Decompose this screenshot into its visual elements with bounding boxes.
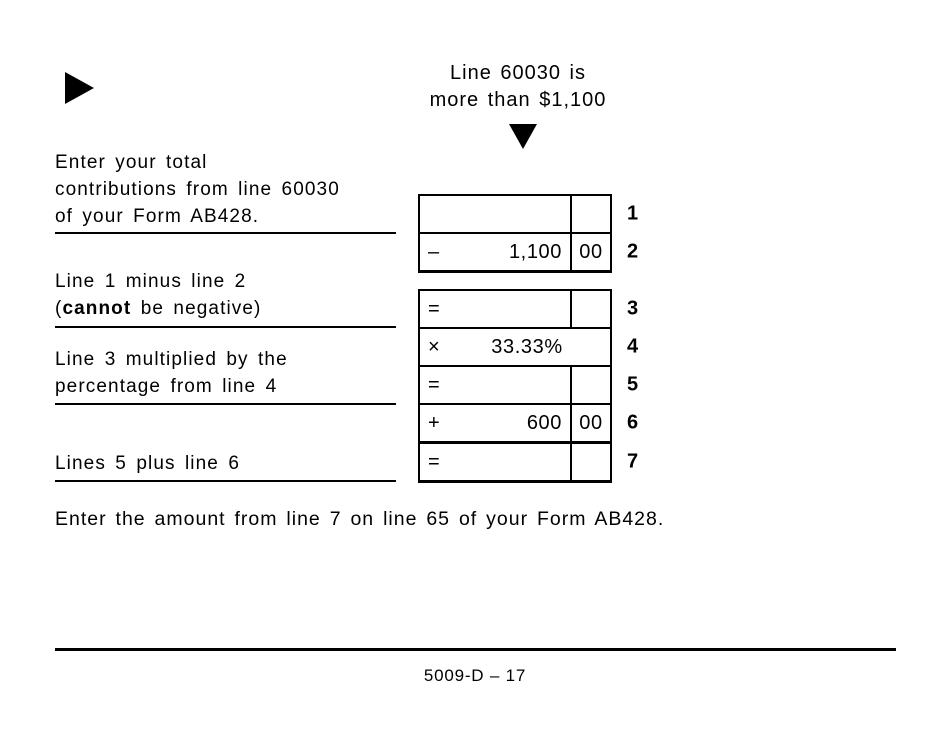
calc-row-line-4: × 33.33% 4	[420, 327, 638, 365]
calc-row-line-7: = 7	[420, 441, 638, 480]
footer-divider	[55, 648, 896, 651]
section-marker-right-triangle-icon	[65, 72, 94, 104]
percentage-cell: 33.33%	[491, 335, 563, 358]
page-identifier: 5009-D – 17	[423, 666, 527, 685]
condition-line-1: Line 60030 is	[450, 62, 586, 84]
instruction-line: of your Form AB428.	[55, 206, 260, 227]
instruction-line: Lines 5 plus line 6	[55, 453, 241, 474]
instruction-line: Enter your total	[55, 152, 208, 173]
operator-cell: –	[428, 240, 440, 263]
instruction-line: (cannot be negative)	[55, 298, 262, 319]
cents-cell	[570, 367, 610, 403]
instruction-line: Line 1 minus line 2	[55, 271, 247, 292]
line-number: 4	[627, 335, 639, 358]
operator-cell: =	[428, 297, 441, 320]
calc-row-line-5: = 5	[420, 365, 638, 403]
instruction-underline-3	[55, 403, 396, 405]
calc-row-line-6: + 600 00 6	[420, 403, 638, 441]
cents-cell	[570, 291, 610, 327]
instruction-line: contributions from line 60030	[55, 179, 340, 200]
cents-cell	[570, 444, 610, 480]
calc-block-lines-1-2: 1 – 1,100 00 2	[418, 194, 638, 273]
operator-cell: =	[428, 373, 441, 396]
line-number: 2	[627, 240, 639, 263]
instruction-line: percentage from line 4	[55, 376, 278, 397]
instruction-underline-1	[55, 232, 396, 234]
condition-line-2: more than $1,100	[429, 89, 607, 111]
operator-cell: =	[428, 450, 441, 473]
emphasis-cannot: cannot	[62, 298, 132, 319]
line-number: 3	[627, 297, 639, 320]
instruction-step-4: Lines 5 plus line 6	[55, 450, 240, 477]
line-number: 6	[627, 411, 639, 434]
instruction-underline-2	[55, 326, 396, 328]
line-number: 5	[627, 373, 639, 396]
amount-cell: 1,100	[508, 240, 562, 263]
closing-instruction: Enter the amount from line 7 on line 65 …	[55, 508, 665, 530]
cents-cell: 00	[570, 234, 610, 270]
calc-row-line-1: 1	[420, 196, 638, 232]
line-number: 7	[627, 450, 639, 473]
operator-cell: +	[428, 411, 441, 434]
condition-heading: Line 60030 is more than $1,100	[395, 60, 641, 114]
operator-cell: ×	[428, 335, 441, 358]
calc-row-line-2: – 1,100 00 2	[420, 232, 638, 270]
calc-row-line-3: = 3	[420, 291, 638, 327]
line-number: 1	[627, 202, 639, 225]
flow-down-triangle-icon	[509, 124, 537, 149]
cents-cell	[570, 196, 610, 232]
amount-cell: 600	[526, 411, 562, 434]
cents-cell: 00	[570, 405, 610, 441]
instruction-underline-4	[55, 480, 396, 482]
instruction-step-2: Line 1 minus line 2 (cannot be negative)	[55, 268, 261, 322]
calc-block-lines-3-7: = 3 × 33.33% 4 = 5 + 600 00 6 = 7	[418, 289, 638, 483]
instruction-line: Line 3 multiplied by the	[55, 349, 288, 370]
instruction-step-3: Line 3 multiplied by the percentage from…	[55, 346, 288, 400]
instruction-step-1: Enter your total contributions from line…	[55, 149, 340, 230]
